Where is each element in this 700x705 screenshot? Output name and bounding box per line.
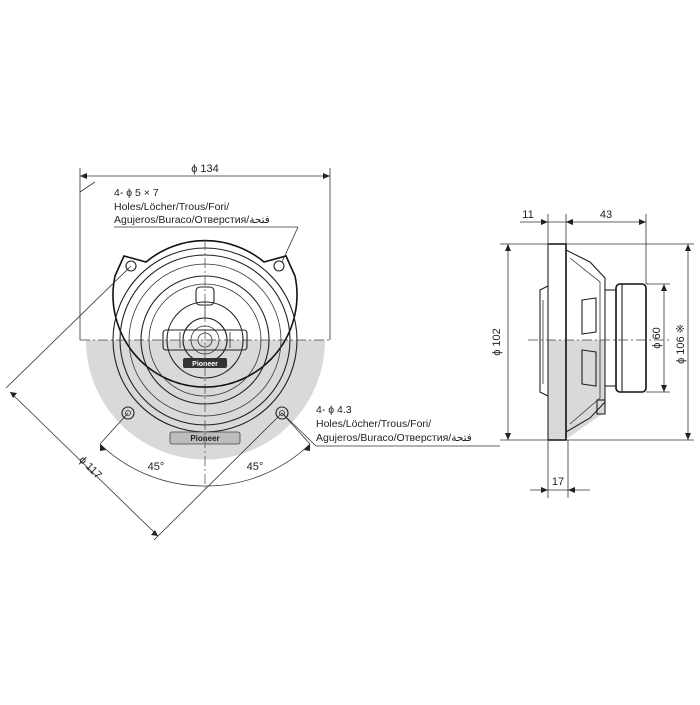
slot-hole-spec: 4- ϕ 5 × 7 (114, 187, 159, 199)
leader-line (281, 412, 317, 447)
dim-frame-diameter: ϕ 106 ※ (566, 243, 694, 441)
magnet-depth-label: 43 (600, 209, 612, 221)
screw-hole-right (275, 406, 289, 420)
angle-ray (99, 412, 129, 445)
arrow-head (541, 487, 548, 493)
grille-lip (539, 285, 549, 397)
center-brand: Pioneer (192, 361, 218, 368)
arrow-head (505, 433, 511, 440)
angle-right-label: 45° (247, 461, 264, 473)
side-lower-shading (530, 340, 605, 440)
dim-overall: ϕ 134 (79, 163, 331, 340)
arrow-head (568, 487, 575, 493)
slot-hole-left (125, 260, 137, 272)
slot-hole-text-1: Holes/Löcher/Trous/Fori/ (114, 201, 229, 213)
arrow-head (323, 173, 330, 179)
magnet-diameter-label: ϕ 60 (651, 327, 663, 348)
frame-diameter-label: ϕ 106 ※ (675, 324, 687, 364)
angle-arc-right (204, 443, 311, 487)
dim-magnet-depth: 43 (566, 209, 647, 284)
angle-left-label: 45° (148, 461, 165, 473)
basket-window-lower (581, 349, 597, 387)
basket-window-upper (581, 297, 597, 335)
screw-hole-left (121, 406, 135, 420)
mount-depth-label: 17 (552, 476, 564, 488)
front-view: Pioneer Pioneer (80, 239, 332, 488)
angle-ray (281, 412, 311, 445)
slot-hole-text-2: Agujeros/Buraco/Отверстия/فتحة (114, 214, 270, 226)
arrow-head (151, 530, 158, 536)
dim-line (9, 391, 159, 537)
magnet (615, 283, 647, 393)
screw-hole-spec: 4- ϕ 4.3 (316, 404, 352, 416)
ext-line (5, 265, 132, 389)
arrow-head (566, 219, 573, 225)
screw-hole-text-2: Agujeros/Buraco/Отверстия/فتحة (316, 432, 472, 444)
arrow-head (685, 433, 691, 440)
side-view (528, 243, 670, 441)
mount-diameter-label: ϕ 102 (491, 328, 503, 356)
screw-hole-callout: 4- ϕ 4.3 Holes/Löcher/Trous/Fori/ Agujer… (281, 404, 500, 447)
flange-depth-label: 11 (522, 209, 533, 221)
dim-mount-diameter: ϕ 102 (491, 243, 548, 441)
arrow-head (80, 173, 87, 179)
ext-line (153, 412, 283, 541)
dim-angles: 45° 45° (99, 412, 311, 487)
arrow-head (661, 284, 667, 291)
mount-flange (548, 243, 567, 441)
dim-flange-depth: 11 (520, 209, 573, 244)
arrow-head (10, 392, 17, 398)
arrow-head (661, 385, 667, 392)
slot-hole-callout: 4- ϕ 5 × 7 Holes/Löcher/Trous/Fori/ Aguj… (79, 181, 299, 263)
arrow-head (685, 244, 691, 251)
screw-hole-left-inner (125, 410, 131, 416)
speaker-frame-outline (112, 239, 298, 388)
leader-tick (79, 181, 96, 193)
dim-magnet-diameter: ϕ 60 (646, 283, 670, 393)
arrow-head (541, 219, 548, 225)
arrow-head (639, 219, 646, 225)
screw-hole-right-inner (279, 410, 285, 416)
dim-mount-depth: 17 (530, 440, 590, 498)
arrow-head (505, 244, 511, 251)
terminal (596, 399, 606, 415)
arrow-head (100, 444, 106, 451)
slot-hole-right (273, 260, 285, 272)
overall-diameter-label: ϕ 134 (191, 163, 219, 175)
angle-arc-left (99, 443, 206, 487)
screw-hole-text-1: Holes/Löcher/Trous/Fori/ (316, 418, 431, 430)
leader-line (281, 226, 299, 263)
arrow-head (304, 444, 310, 451)
cutout-diameter-label: ϕ 117 (76, 454, 103, 481)
